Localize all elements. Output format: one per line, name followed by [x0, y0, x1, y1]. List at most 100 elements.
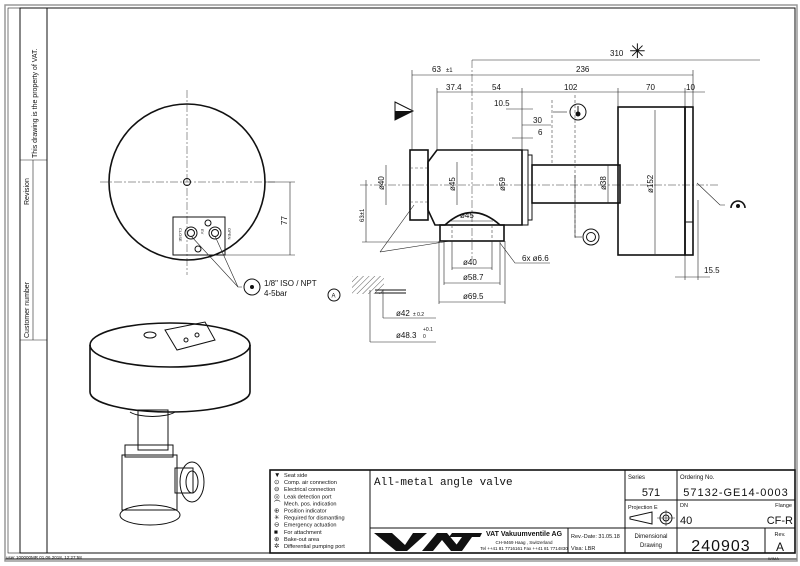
corner-code: WIMA [768, 556, 779, 561]
dim-10: 10 [686, 83, 695, 92]
air-pressure-note: 4-5bar [264, 289, 287, 298]
flange-value: CF-R [767, 515, 793, 527]
title-block: All-metal angle valve ▼ Seat side ⊙ Comp. a… [269, 469, 796, 561]
emergency-icon: ⊖ [274, 522, 280, 529]
property-note: This drawing is the property of VAT. [32, 48, 39, 158]
rev-date: Rev.-Date: 31.05.18 [571, 534, 620, 540]
dim-dia48-3: ø48.3 [396, 331, 417, 340]
dim-holes: 6x ø6.6 [522, 254, 549, 263]
doc-type-line2: Drawing [640, 543, 662, 549]
dim-dia40-flange: ø40 [377, 176, 386, 190]
electrical-icon: ⊖ [274, 486, 280, 493]
dim-236: 236 [576, 65, 590, 74]
comp-air-symbol [243, 278, 261, 296]
legend-item-label: Mech. pos. indication [284, 501, 337, 507]
mech-pos-icon: ⌒ [274, 499, 281, 507]
rev-label: Rev. [775, 532, 786, 538]
drawing-number: 240903 [691, 538, 750, 555]
flange-label: Flange [775, 503, 792, 509]
legend-item-label: Differential pumping port [284, 544, 345, 550]
air-connection-note: 1/8" ISO / NPT [264, 279, 317, 288]
dim-dia58-7: ø58.7 [463, 273, 484, 282]
bake-out-symbol [582, 228, 600, 246]
legend-item-label: Emergency actuation [284, 523, 337, 529]
dim-102: 102 [564, 83, 578, 92]
legend-item-label: Position indicator [284, 509, 327, 515]
dim-dia48-3-tol-lower: 0 [423, 334, 426, 340]
dim-310: 310 [610, 49, 624, 58]
footer-stamp: user 100000MR 01.06.2018, 12:27:58 [6, 555, 82, 560]
legend-item-label: Leak detection port [284, 494, 332, 500]
revision-label: Revision [24, 178, 31, 205]
legend-item-label: Comp. air connection [284, 480, 337, 486]
dim-dia48-3-tol-upper: +0.1 [423, 327, 433, 333]
dim-dia38: ø38 [599, 176, 608, 190]
vat-logo [374, 533, 482, 551]
position-indicator-icon: ⊕ [274, 508, 280, 515]
legend-item-label: Required for dismantling [284, 516, 345, 522]
dim-30: 30 [533, 116, 542, 125]
projection-label: Projection E [628, 505, 658, 511]
legend-item-label: For attachment [284, 530, 322, 536]
dim-63-tol: ±1 [446, 68, 453, 74]
legend-item-label: Seat side [284, 473, 307, 479]
seal-detail: ø42 ± 0.2 ø48.3 +0.1 0 [352, 204, 451, 343]
dim-37-4: 37.4 [446, 83, 462, 92]
detail-ref-a: A [332, 294, 336, 300]
dim-6: 6 [538, 128, 543, 137]
projection-symbol-icon [629, 510, 675, 526]
leak-detection-icon: ◎ [274, 493, 280, 500]
bake-out-icon: ⊕ [274, 536, 280, 543]
dim-dia69-5: ø69.5 [463, 292, 484, 301]
dim-77: 77 [280, 216, 289, 225]
ordering-label: Ordering No. [680, 475, 715, 481]
customer-number-label: Customer number [24, 281, 31, 338]
dim-63-vertical: 63±1 [360, 208, 366, 222]
side-view: 310 ✳ 236 63 ±1 37.4 54 102 70 10 10.5 3… [352, 41, 760, 343]
dim-54: 54 [492, 83, 501, 92]
dismantling-icon: ✳ [274, 514, 280, 522]
company-contact: Tel ++41 81 7716161 Fax ++41 81 7714830 [480, 546, 568, 551]
port-ev-label: EV [200, 229, 205, 235]
dim-70: 70 [646, 83, 655, 92]
attachment-icon: ■ [274, 529, 278, 536]
drawing-title: All-metal angle valve [374, 477, 513, 489]
rev-value: A [776, 540, 784, 554]
legend-item-label: Electrical connection [284, 487, 335, 493]
series-value: 571 [642, 487, 660, 499]
top-view: CLOSE OPEN EV 77 1/8" ISO / NPT 4-5bar A [100, 90, 341, 302]
dim-10-5: 10.5 [494, 99, 510, 108]
dim-15-5: 15.5 [704, 266, 720, 275]
seat-side-icon: ▼ [274, 472, 280, 479]
dim-dia42-tol: ± 0.2 [413, 312, 424, 318]
port-open-label: OPEN [227, 228, 232, 239]
company-address: CH-9469 Haag , Switzerland [495, 540, 553, 545]
left-margin-strip: This drawing is the property of VAT. Rev… [6, 7, 82, 560]
sheet-border [4, 4, 798, 562]
dim-dia45-bottom: ø45 [460, 211, 474, 220]
company-name: VAT Vakuumventile AG [486, 531, 563, 538]
ordering-number: 57132-GE14-0003 [683, 487, 789, 499]
dim-dia152: ø152 [646, 174, 655, 193]
dn-label: DN [680, 503, 688, 509]
dim-dia45: ø45 [448, 177, 457, 191]
dismantling-asterisk-icon: ✳ [629, 41, 646, 63]
comp-air-icon: ⊙ [274, 479, 280, 486]
legend-item-label: Bake-out area [284, 537, 320, 543]
position-indicator-symbol [569, 103, 587, 121]
visa: Visa: LBR [571, 546, 595, 552]
dim-dia59: ø59 [498, 177, 507, 191]
dim-dia40-bottom: ø40 [463, 258, 477, 267]
diff-pumping-icon: ✲ [274, 542, 280, 550]
seat-side-symbol [395, 111, 413, 120]
isometric-view [89, 321, 251, 526]
port-close-label: CLOSE [178, 228, 183, 242]
doc-type-line1: Dimensional [634, 534, 667, 540]
dim-63: 63 [432, 65, 441, 74]
dim-dia42: ø42 [396, 309, 410, 318]
dn-value: 40 [680, 515, 692, 527]
series-label: Series [628, 475, 645, 481]
mech-pos-symbol [730, 200, 746, 209]
symbol-legend: ▼ Seat side ⊙ Comp. air connection ⊖ Electric… [274, 472, 345, 550]
